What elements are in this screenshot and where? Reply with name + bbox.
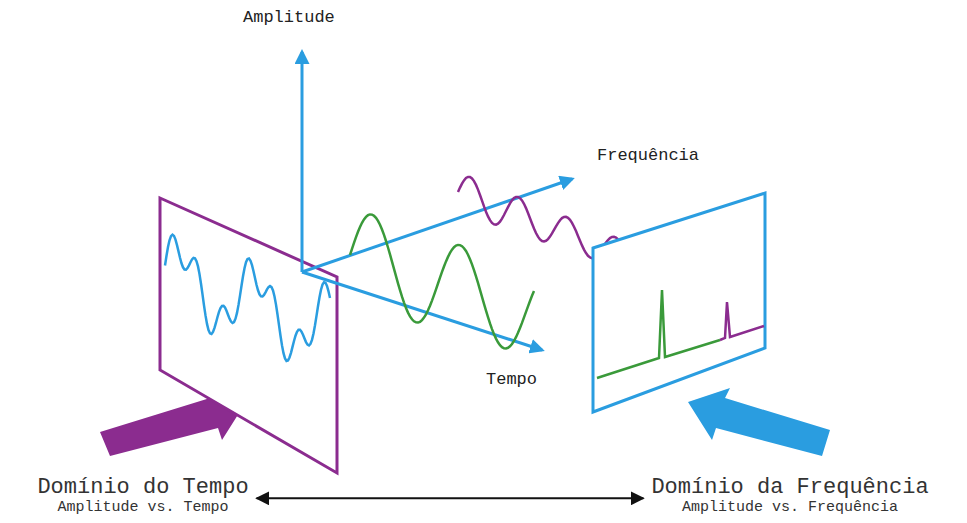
- domain-subtitle: Amplitude vs. Frequência: [651, 500, 928, 517]
- domain-block: Domínio da FrequênciaAmplitude vs. Frequ…: [651, 476, 928, 517]
- time-axis: [302, 272, 542, 350]
- green-spectrum: [597, 290, 720, 378]
- domain-subtitle: Amplitude vs. Tempo: [37, 500, 248, 517]
- domain-block: Domínio do TempoAmplitude vs. Tempo: [37, 476, 248, 517]
- purple-spectrum: [720, 302, 764, 340]
- axis-label: Frequência: [597, 147, 699, 166]
- domain-title: Domínio da Frequência: [651, 476, 928, 500]
- frequency-panel: [593, 193, 765, 412]
- axis-label: Amplitude: [243, 9, 335, 28]
- double-arrow: [257, 497, 644, 499]
- time-panel: [160, 198, 337, 473]
- green-wave: [350, 214, 534, 348]
- amplitude-axis: [301, 52, 304, 272]
- domain-title: Domínio do Tempo: [37, 476, 248, 500]
- time-signal: [165, 235, 330, 361]
- pointer-arrow: [688, 388, 830, 456]
- axis-label: Tempo: [486, 371, 537, 390]
